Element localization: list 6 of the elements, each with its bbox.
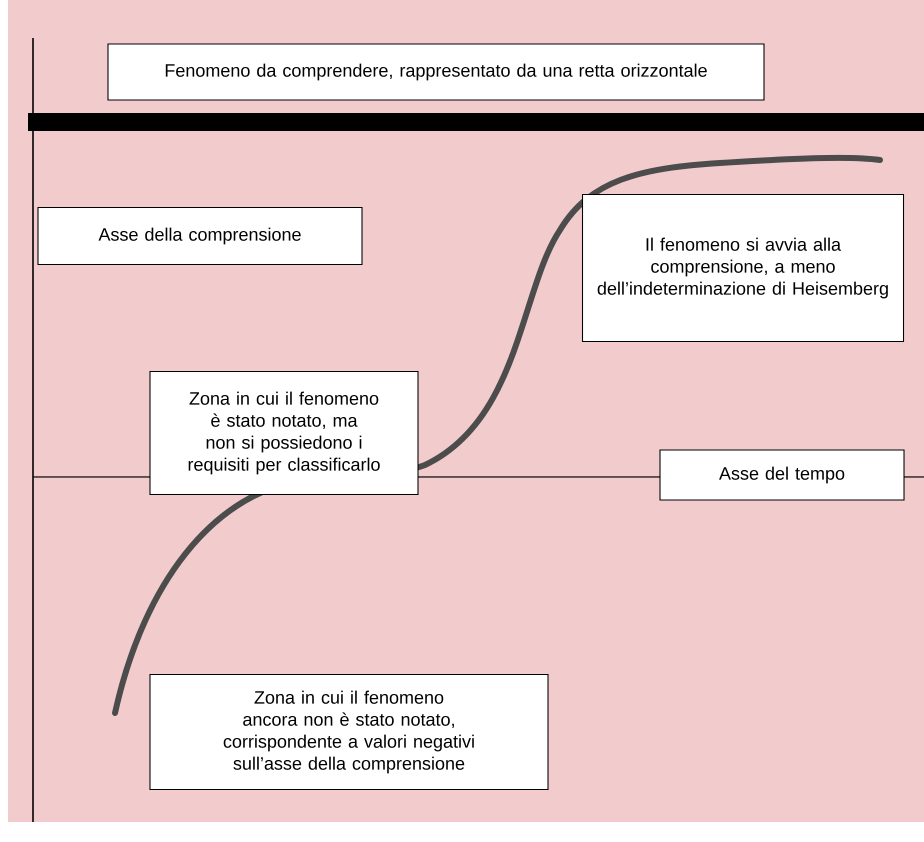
text-box: Asse della comprensione xyxy=(37,206,363,266)
text-box: Zona in cui il fenomeno è stato notato, ma non si possiedono i requisiti per classificarlo xyxy=(149,370,419,496)
text-box: Zona in cui il fenomeno ancora non è stato notato, corrispondente a valori negativi sull’asse della comprensione xyxy=(149,674,549,790)
text-box: Asse del tempo xyxy=(659,449,905,501)
text-box: Fenomeno da comprendere, rappresentato da una retta orizzontale xyxy=(107,43,765,101)
text-box: Il fenomeno si avvia alla comprensione, a meno dell’indeterminazione di Heisemberg xyxy=(582,194,904,342)
